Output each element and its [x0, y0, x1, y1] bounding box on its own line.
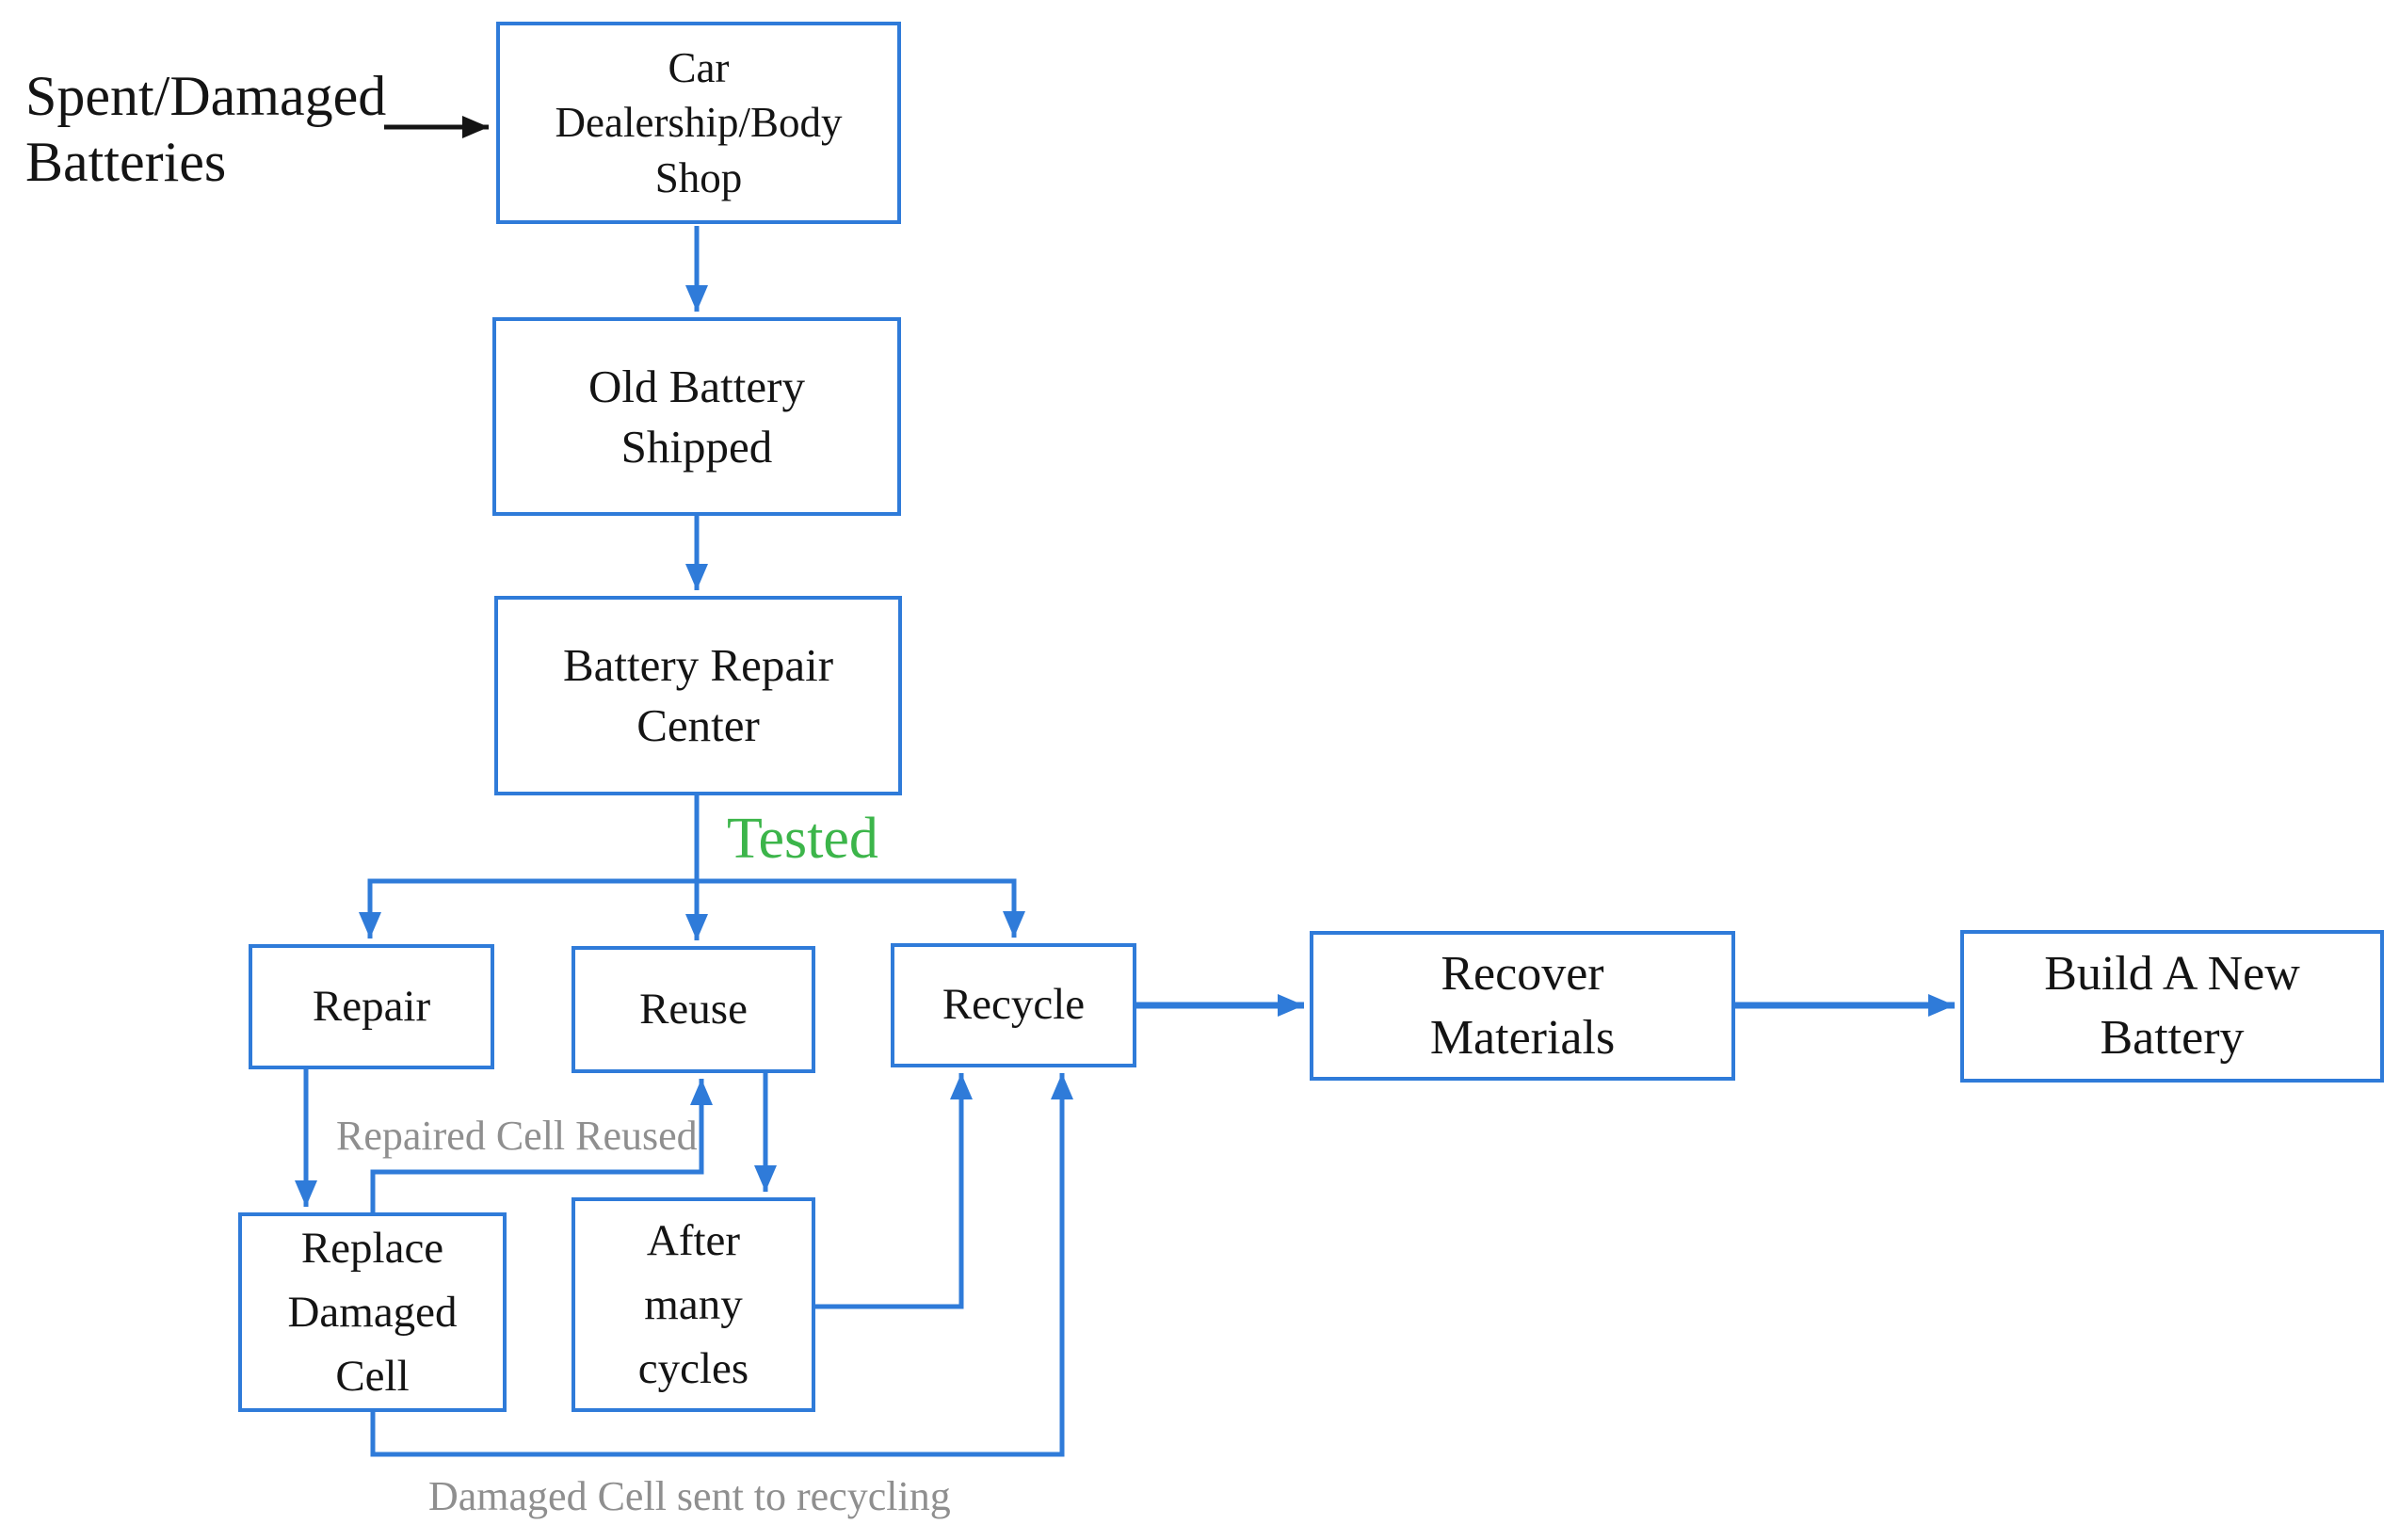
node-car-dealership-body-shop: Car Dealership/Body Shop — [496, 22, 901, 224]
damaged-cell-recycling-label: Damaged Cell sent to recycling — [428, 1473, 951, 1519]
node-build-new-battery: Build A New Battery — [1960, 930, 2384, 1083]
node-repair: Repair — [249, 944, 494, 1069]
node-recycle: Recycle — [891, 943, 1136, 1067]
node-battery-repair-center: Battery Repair Center — [494, 596, 902, 795]
node-after-many-cycles: After many cycles — [572, 1197, 815, 1412]
connector-replace-to-recycle — [370, 1073, 1073, 1457]
spent-damaged-batteries-label: Spent/Damaged Batteries — [25, 65, 387, 193]
node-recover-materials: Recover Materials — [1310, 931, 1735, 1081]
node-replace-damaged-cell: Replace Damaged Cell — [238, 1212, 507, 1412]
tested-label: Tested — [727, 807, 878, 871]
connector-replace-to-reuse — [370, 1079, 713, 1212]
connector-tested-branch — [367, 795, 1017, 884]
connector-after-to-recycle — [815, 1073, 973, 1309]
node-old-battery-shipped: Old Battery Shipped — [492, 317, 901, 516]
repaired-cell-reused-label: Repaired Cell Reused — [336, 1113, 698, 1159]
node-reuse: Reuse — [572, 946, 815, 1073]
